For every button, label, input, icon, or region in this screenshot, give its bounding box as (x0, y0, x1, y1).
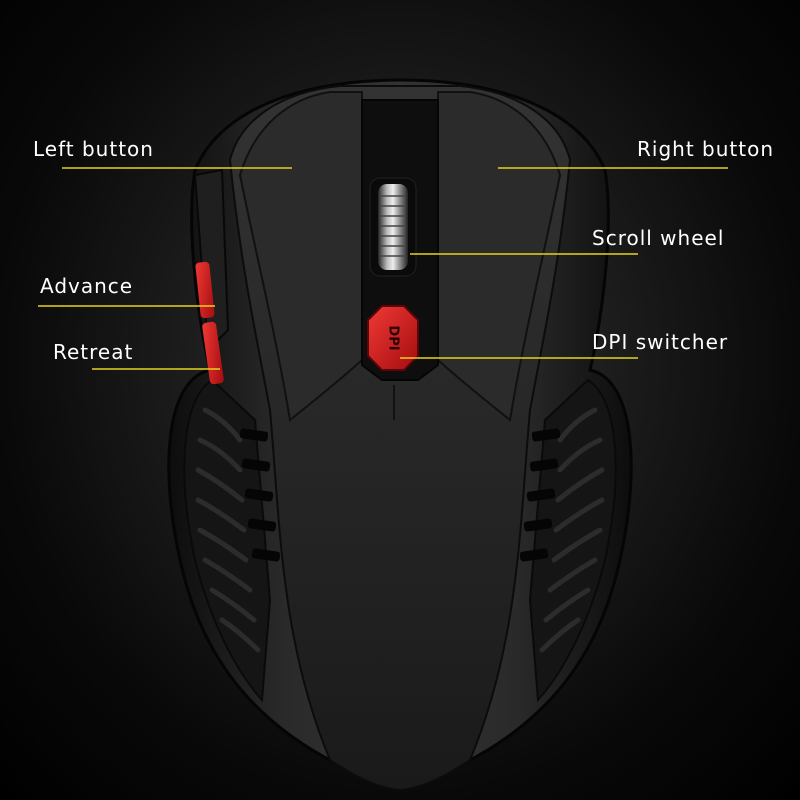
leader-lines (38, 167, 728, 370)
right-side-vents (519, 428, 561, 562)
left-mouse-button[interactable] (238, 91, 363, 422)
advance-button[interactable] (195, 261, 215, 319)
scroll-wheel[interactable] (378, 184, 408, 270)
left-grip-ribs (195, 407, 261, 653)
label-advance: Advance (40, 274, 134, 298)
scroll-wheel-ridges (380, 195, 406, 257)
right-grip-ribs (539, 407, 605, 653)
dpi-switcher-button[interactable] (367, 305, 419, 371)
label-retreat: Retreat (53, 340, 134, 364)
dpi-button-text: DPI (386, 325, 401, 350)
right-mouse-button[interactable] (437, 91, 562, 422)
label-right-button: Right button (637, 137, 774, 161)
label-dpi-switcher: DPI switcher (592, 330, 729, 354)
left-side-vents (239, 428, 281, 562)
label-left-button: Left button (33, 137, 154, 161)
label-scroll-wheel: Scroll wheel (592, 226, 725, 250)
